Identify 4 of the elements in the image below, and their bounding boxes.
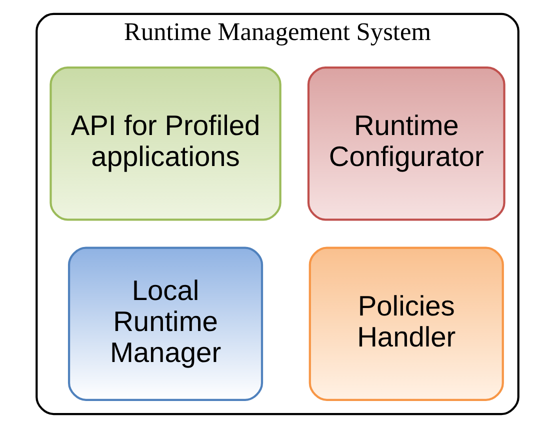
node-box: Policies Handler bbox=[308, 246, 504, 401]
node-box: Runtime Configurator bbox=[307, 66, 506, 221]
node-box: API for Profiled applications bbox=[50, 66, 282, 221]
node-box: Local Runtime Manager bbox=[68, 246, 264, 401]
